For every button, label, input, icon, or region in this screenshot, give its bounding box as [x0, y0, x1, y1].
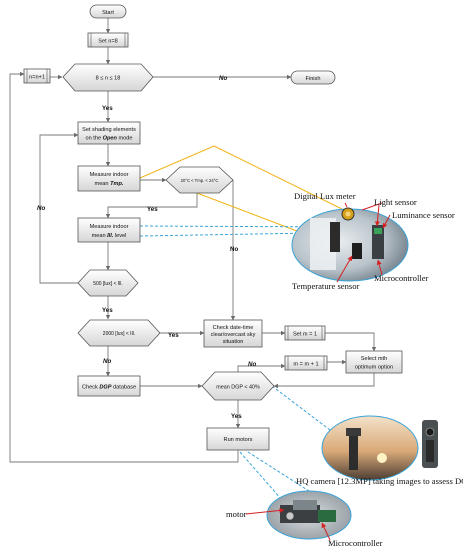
measure-temperature-line2: mean Tmp. — [95, 181, 124, 187]
edge-label-no: No — [248, 361, 256, 368]
m-increment-node: m = m + 1 — [284, 355, 328, 371]
finish-node: Finish — [290, 70, 336, 85]
condition-n-node: 8 ≤ n ≤ 18 — [62, 63, 154, 92]
sensor-labels: Digital Lux meter Light sensor Luminance… — [292, 191, 455, 291]
condition-2000-label: 2000 [lux] < Ill. — [103, 331, 135, 337]
measure-illuminance-line1: Measure indoor — [90, 224, 129, 230]
shading-node: Set shading elements on the Open mode — [77, 121, 141, 145]
edge-label-no: No — [37, 205, 45, 212]
check-sky-line1: Check date-time — [213, 325, 254, 331]
motor-photo — [266, 490, 352, 540]
check-sky-node: Check date-time clear/overcast sky situa… — [203, 319, 263, 348]
edge-label-yes: Yes — [168, 332, 179, 339]
run-motors-node: Run motors — [206, 427, 270, 451]
camera-caption: HQ camera [12.3MP] taking images to asse… — [296, 476, 463, 486]
measure-temperature-node: Measure indoor mean Tmp. — [77, 165, 141, 192]
set-m-node: Set m = 1 — [284, 325, 326, 341]
m-increment-label: m = m + 1 — [293, 362, 318, 368]
condition-temperature-label: 20°C < Tmp. < 24°C — [181, 178, 219, 183]
edge-label-no: No — [219, 75, 227, 82]
temperature-sensor-label: Temperature sensor — [292, 281, 360, 291]
flow-connectors — [9, 18, 377, 463]
condition-2000-node: 2000 [lux] < Ill. — [77, 319, 161, 347]
measure-illuminance-line2: mean Ill. level — [92, 233, 127, 239]
sensor-annotations — [336, 202, 391, 283]
check-sky-line2: clear/overcast sky — [211, 332, 256, 338]
measure-illuminance-node: Measure indoor mean Ill. level — [77, 217, 141, 243]
edge-label-yes: Yes — [102, 105, 113, 112]
microcontroller-bottom-label: Microcontroller — [328, 538, 383, 548]
edge-label-yes: Yes — [102, 307, 113, 314]
condition-500-label: 500 [lux] < Ill. — [93, 281, 123, 287]
edge-labels: No Yes Yes No No Yes Yes No No Yes — [37, 75, 256, 420]
condition-temperature-node: 20°C < Tmp. < 24°C — [165, 166, 234, 194]
loop-increment-label: n=n+1 — [29, 75, 45, 81]
select-option-line1: Select mth — [361, 356, 387, 362]
edge-label-yes: Yes — [231, 413, 242, 420]
luminance-sensor-label: Luminance sensor — [392, 210, 455, 220]
loop-increment-node: n=n+1 — [23, 68, 51, 84]
run-motors-label: Run motors — [224, 437, 253, 443]
edge-label-yes: Yes — [147, 206, 158, 213]
edge-label-no: No — [103, 358, 111, 365]
set-n-label: Set n=8 — [98, 39, 117, 45]
check-dgp-node: Check DGP database — [77, 375, 141, 397]
measure-temperature-line1: Measure indoor — [90, 172, 129, 178]
set-m-label: Set m = 1 — [293, 332, 317, 338]
microcontroller-top-label: Microcontroller — [374, 273, 429, 283]
shading-line1: Set shading elements — [82, 127, 136, 133]
motor-annotations — [245, 507, 331, 541]
select-option-node: Select mth optimum option — [345, 350, 403, 374]
check-dgp-label: Check DGP database — [82, 385, 136, 391]
condition-n-label: 8 ≤ n ≤ 18 — [96, 76, 121, 82]
condition-dgp-label: mean DGP < 40% — [216, 385, 260, 391]
lux-meter-label: Digital Lux meter — [294, 191, 356, 201]
check-sky-line3: situation — [223, 339, 244, 345]
start-label: Start — [102, 10, 114, 16]
set-n-node: Set n=8 — [87, 32, 129, 48]
condition-500-node: 500 [lux] < Ill. — [77, 269, 139, 297]
select-option-line2: optimum option — [355, 365, 393, 371]
light-sensor-label: Light sensor — [374, 197, 417, 207]
camera-photo — [321, 415, 438, 481]
finish-label: Finish — [306, 76, 321, 82]
condition-dgp-node: mean DGP < 40% — [201, 371, 275, 401]
shading-line2: on the Open mode — [86, 136, 133, 142]
edge-label-no: No — [230, 246, 238, 253]
sensor-photo — [291, 207, 409, 282]
motor-label: motor — [226, 509, 247, 519]
start-node: Start — [89, 4, 127, 19]
